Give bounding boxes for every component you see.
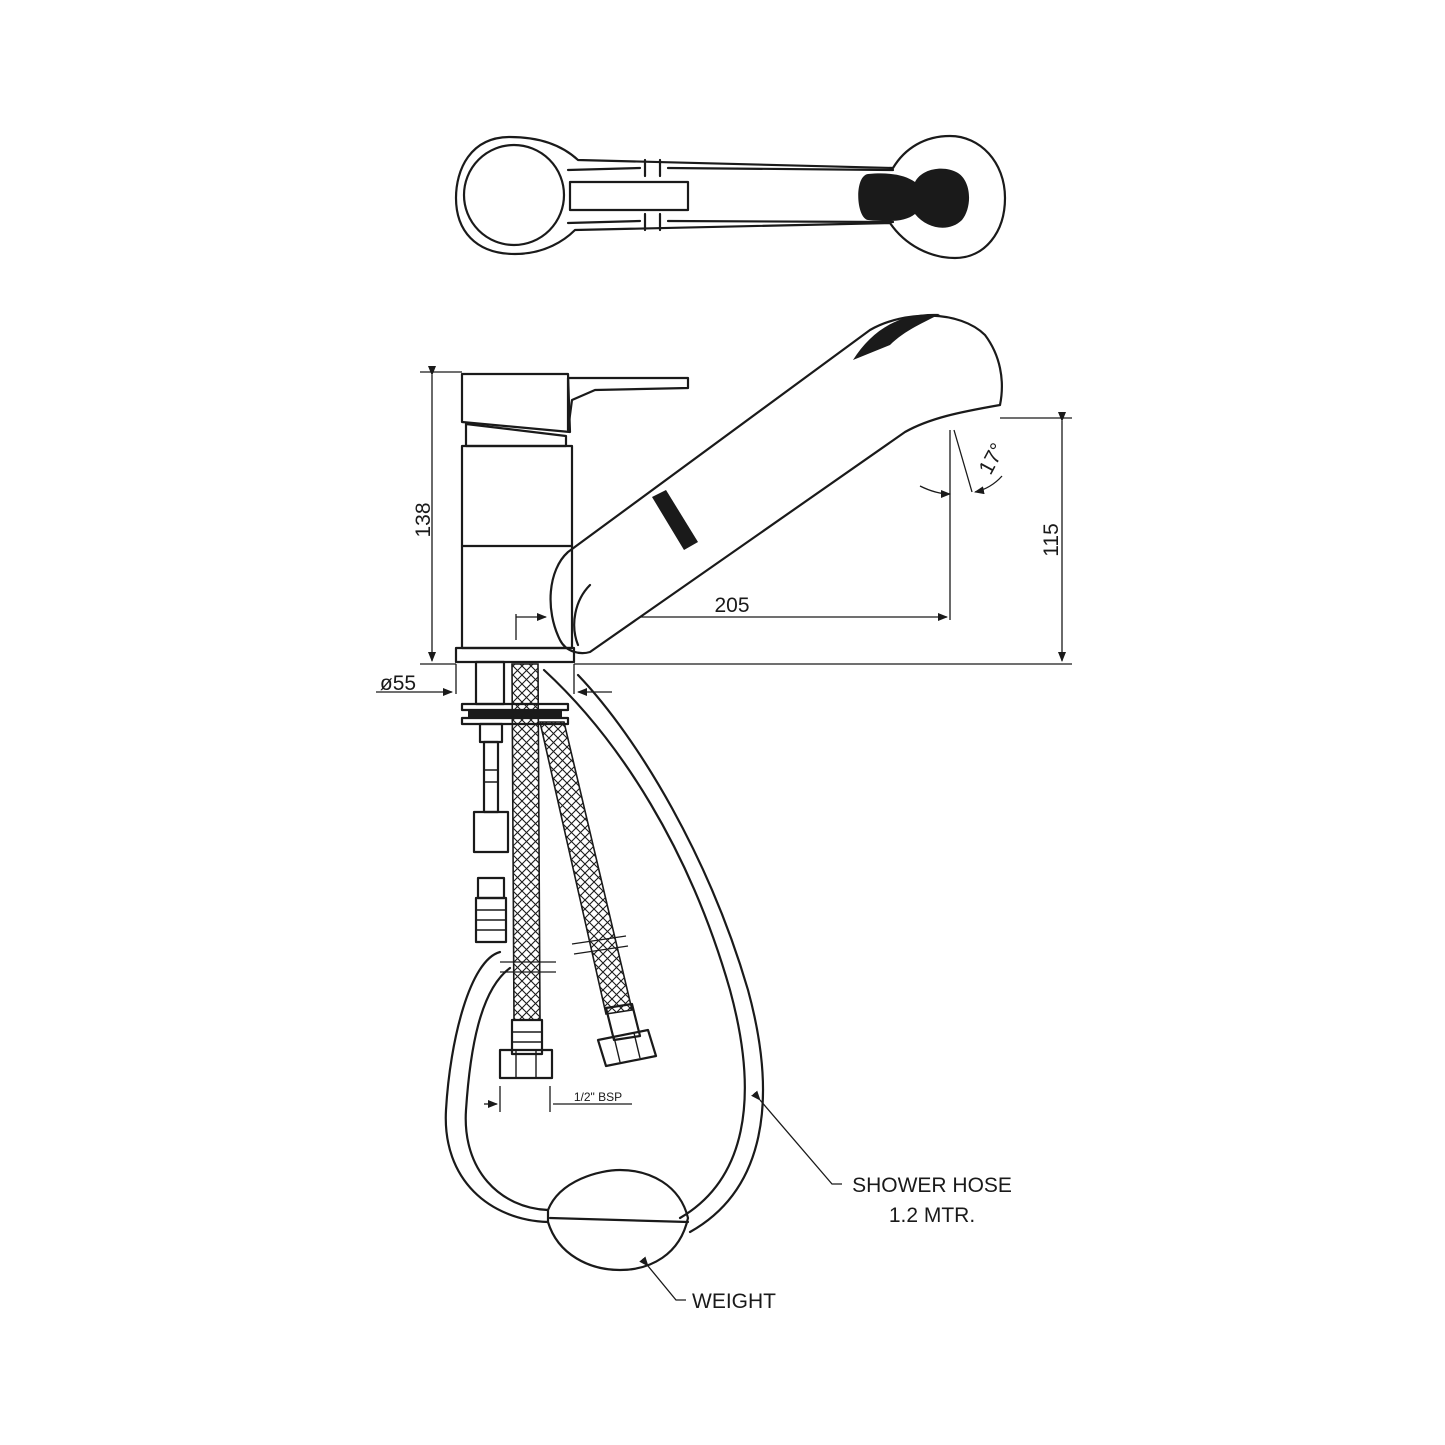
spout-outlet-shape <box>858 168 970 228</box>
dim-height-overall: 138 <box>412 502 435 537</box>
callout-shower-hose-length: 1.2 MTR. <box>889 1204 975 1227</box>
side-view <box>454 313 1003 664</box>
callout-weight: WEIGHT <box>692 1290 776 1313</box>
dim-spray-angle: 17° <box>975 440 1010 479</box>
dim-spout-reach: 205 <box>714 594 749 617</box>
callout-leaders <box>639 1090 842 1301</box>
dim-base-diameter: ø55 <box>380 672 416 695</box>
callout-shower-hose: SHOWER HOSE <box>852 1174 1012 1197</box>
dimension-lines <box>376 366 1072 1112</box>
base-plate <box>454 646 576 664</box>
shower-hose <box>444 668 765 1272</box>
hose-weight <box>546 1168 690 1272</box>
plan-view <box>454 134 1007 260</box>
pull-out-spout <box>549 314 1003 655</box>
supply-hoses <box>460 660 658 1080</box>
handle-ring <box>462 143 566 247</box>
spout-band <box>652 490 698 550</box>
dim-inlet-thread: 1/2" BSP <box>574 1090 622 1104</box>
lever-handle <box>566 376 690 432</box>
dim-spout-height: 115 <box>1040 523 1063 556</box>
